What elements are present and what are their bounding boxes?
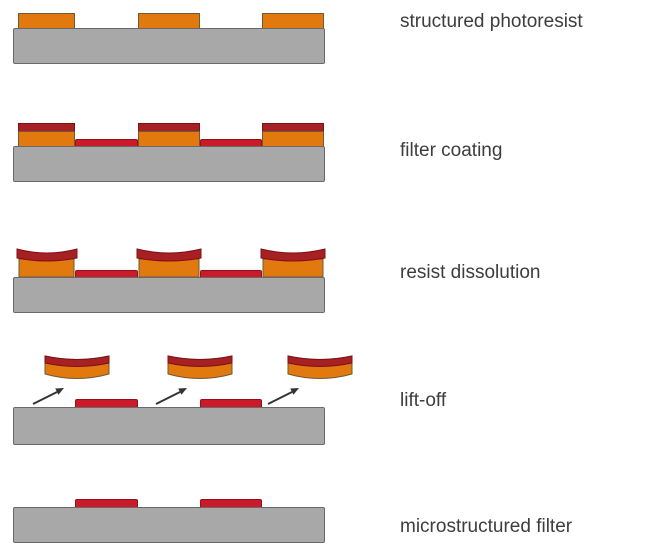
filter-coating-strip xyxy=(200,270,262,277)
substrate xyxy=(13,407,325,445)
lifted-piece xyxy=(287,355,353,379)
stage-label: resist dissolution xyxy=(400,262,541,283)
lifted-piece xyxy=(167,355,233,379)
stage-label: lift-off xyxy=(400,390,447,411)
filter-coating-strip xyxy=(75,270,138,277)
stage-label: structured photoresist xyxy=(400,11,583,32)
filter-coating-strip xyxy=(200,139,262,147)
dissolving-block xyxy=(260,248,326,277)
stage-label: filter coating xyxy=(400,140,503,161)
filter-strip xyxy=(75,399,138,408)
lift-off-arrow-icon xyxy=(155,388,187,405)
lift-off-arrow-icon xyxy=(32,388,64,405)
photoresist-block xyxy=(262,13,324,29)
filter-strip xyxy=(200,499,262,508)
substrate xyxy=(13,507,325,543)
photoresist-block xyxy=(18,13,75,29)
lift-off-arrow-icon xyxy=(267,388,299,405)
filter-strip xyxy=(75,499,138,508)
photoresist-block xyxy=(138,131,200,147)
stage-label: microstructured filter xyxy=(400,516,573,537)
photoresist-block xyxy=(18,131,75,147)
filter-strip xyxy=(200,399,262,408)
filter-coating-strip xyxy=(75,139,138,147)
substrate xyxy=(13,277,325,313)
lifted-piece xyxy=(44,355,110,379)
dissolving-block xyxy=(16,248,78,277)
dissolving-block xyxy=(136,248,202,277)
substrate xyxy=(13,146,325,182)
photoresist-block xyxy=(262,131,324,147)
photoresist-block xyxy=(138,13,200,29)
substrate xyxy=(13,28,325,64)
